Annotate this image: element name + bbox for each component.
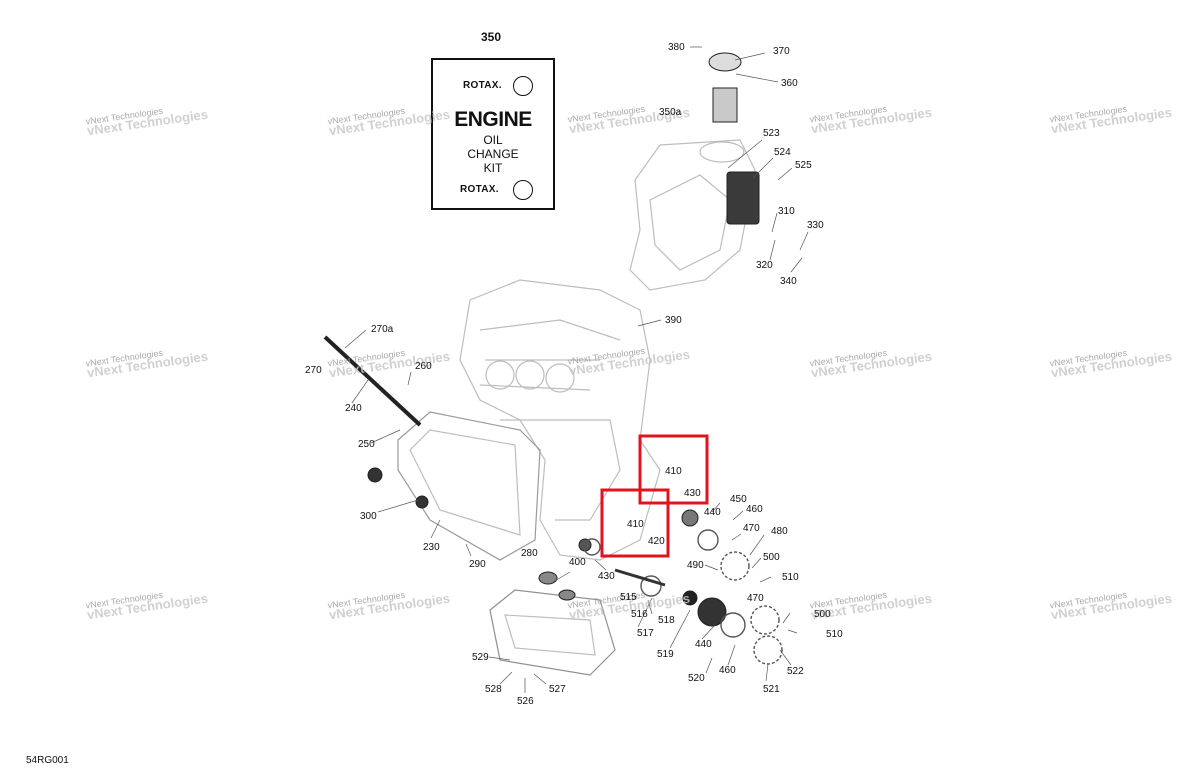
callout-410[interactable]: 410 [665, 466, 682, 477]
callout-526[interactable]: 526 [517, 696, 534, 707]
callout-529[interactable]: 529 [472, 652, 489, 663]
callout-240[interactable]: 240 [345, 403, 362, 414]
callout-430[interactable]: 430 [598, 571, 615, 582]
dark-parts-drawing [323, 52, 760, 627]
callout-310[interactable]: 310 [778, 206, 795, 217]
callout-490[interactable]: 490 [687, 560, 704, 571]
callout-520[interactable]: 520 [688, 673, 705, 684]
callout-522[interactable]: 522 [787, 666, 804, 677]
callout-500[interactable]: 500 [763, 552, 780, 563]
callout-510[interactable]: 510 [782, 572, 799, 583]
rotax-logo-bottom: ROTAX. [460, 184, 499, 195]
highlight-boxes [600, 434, 709, 558]
callout-360[interactable]: 360 [781, 78, 798, 89]
callout-521[interactable]: 521 [763, 684, 780, 695]
callout-370[interactable]: 370 [773, 46, 790, 57]
kit-line-change: CHANGE [467, 147, 519, 161]
callout-527[interactable]: 527 [549, 684, 566, 695]
callout-523[interactable]: 523 [763, 128, 780, 139]
callout-270a[interactable]: 270a [371, 324, 394, 335]
gears-drawing [583, 529, 783, 665]
rotax-logo-top: ROTAX. [463, 80, 502, 91]
callout-400[interactable]: 400 [569, 557, 586, 568]
callout-290[interactable]: 290 [469, 559, 486, 570]
callout-350a[interactable]: 350a [659, 107, 682, 118]
callout-515[interactable]: 515 [620, 592, 637, 603]
callout-450[interactable]: 450 [730, 494, 747, 505]
callout-524[interactable]: 524 [774, 147, 791, 158]
callout-250[interactable]: 250 [358, 439, 375, 450]
kit-line-oil: OIL [483, 133, 503, 147]
callout-525[interactable]: 525 [795, 160, 812, 171]
callout-230[interactable]: 230 [423, 542, 440, 553]
callout-280[interactable]: 280 [521, 548, 538, 559]
callout-470[interactable]: 470 [747, 593, 764, 604]
highlight-box-410-420 [600, 488, 670, 558]
callout-420[interactable]: 420 [648, 536, 665, 547]
callout-390[interactable]: 390 [665, 315, 682, 326]
kit-part-number: 350 [481, 30, 502, 44]
kit-title: ENGINE [454, 108, 532, 131]
callout-518[interactable]: 518 [658, 615, 675, 626]
callout-516[interactable]: 516 [631, 609, 648, 620]
rotax-emblem-icon [513, 76, 533, 96]
callout-380[interactable]: 380 [668, 42, 685, 53]
leader-lines [344, 46, 809, 693]
callout-260[interactable]: 260 [415, 361, 432, 372]
callout-528[interactable]: 528 [485, 684, 502, 695]
callout-500[interactable]: 500 [814, 609, 831, 620]
callout-480[interactable]: 480 [771, 526, 788, 537]
callout-300[interactable]: 300 [360, 511, 377, 522]
callout-430[interactable]: 430 [684, 488, 701, 499]
callout-410[interactable]: 410 [627, 519, 644, 530]
callout-470[interactable]: 470 [743, 523, 760, 534]
rotax-emblem-icon [513, 180, 533, 200]
callout-340[interactable]: 340 [780, 276, 797, 287]
callout-519[interactable]: 519 [657, 649, 674, 660]
callout-460[interactable]: 460 [719, 665, 736, 676]
engine-oil-change-kit-box: ROTAX. ENGINE OIL CHANGE KIT ROTAX. [431, 58, 555, 210]
callout-320[interactable]: 320 [756, 260, 773, 271]
callout-440[interactable]: 440 [704, 507, 721, 518]
kit-line-kit: KIT [483, 161, 503, 175]
figure-code: 54RG001 [26, 755, 69, 766]
callout-270[interactable]: 270 [305, 365, 322, 376]
callout-440[interactable]: 440 [695, 639, 712, 650]
highlight-box-410-430 [638, 434, 709, 505]
callout-517[interactable]: 517 [637, 628, 654, 639]
engine-block-drawing [397, 139, 756, 676]
callout-330[interactable]: 330 [807, 220, 824, 231]
callout-460[interactable]: 460 [746, 504, 763, 515]
callout-510[interactable]: 510 [826, 629, 843, 640]
